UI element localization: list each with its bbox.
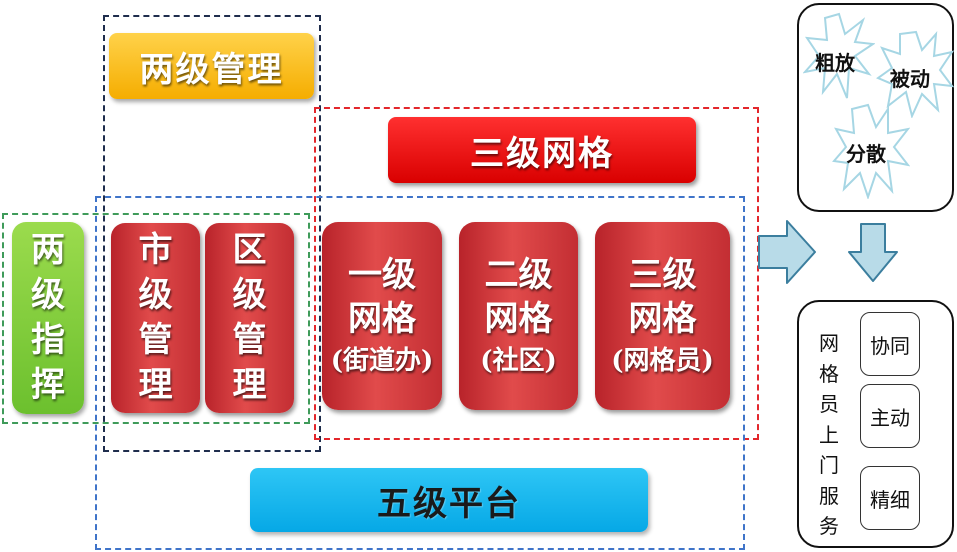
starburst-icon [832,103,910,199]
grid-level-2-line2: 网格 [484,299,553,339]
starburst-icon [876,30,954,118]
vchar: 指 [31,320,65,360]
vchar: 服 [819,483,839,508]
vchar: 门 [819,453,839,477]
three-level-grid-label: 三级网格 [388,117,696,183]
vchar: 管 [232,320,267,360]
vchar: 级 [31,275,65,315]
grid-level-1-line2: 网格 [348,299,416,339]
district-management-box: 区 级 管 理 [205,223,294,413]
vchar: 网 [819,331,839,355]
two-level-command-frame [2,213,310,424]
vchar: 区 [232,230,267,270]
vchar: 员 [819,392,839,416]
vchar: 级 [138,275,173,315]
five-level-platform-label: 五级平台 [250,468,648,532]
grid-level-2-line1: 二级 [484,255,553,295]
vchar: 管 [138,320,173,360]
two-level-management-label: 两级管理 [109,33,314,99]
grid-level-1-line3: (街道办) [330,346,434,376]
new-mode-item-proactive: 主动 [860,384,920,448]
city-management-box: 市 级 管 理 [111,223,200,413]
new-mode-item-coordinated: 协同 [860,312,920,376]
vchar: 级 [232,275,267,315]
grid-level-3-line2: 网格 [628,299,697,339]
grid-member-door-service-label: 网 格 员 上 门 服 务 [815,328,843,542]
grid-level-1-line1: 一级 [348,255,416,295]
five-level-platform-frame [95,196,745,550]
old-mode-item-2: 被动 [890,67,930,91]
vchar: 务 [819,514,839,538]
two-level-command-box: 两 级 指 挥 [12,222,84,414]
grid-level-1-box: 一级 网格 (街道办) [322,222,442,410]
grid-level-3-line3: (网格员) [611,346,714,376]
starburst-icon [803,12,875,99]
grid-level-2-line3: (社区) [480,346,557,376]
vchar: 上 [819,422,839,447]
grid-level-3-box: 三级 网格 (网格员) [595,222,730,410]
down-arrow-icon [848,223,898,282]
grid-level-2-box: 二级 网格 (社区) [459,222,578,410]
vchar: 格 [819,361,839,386]
right-arrow-icon [758,220,816,284]
vchar: 理 [138,365,173,405]
two-level-management-frame [103,15,321,452]
new-mode-item-refined: 精细 [860,466,920,530]
vchar: 挥 [31,365,65,405]
vchar: 两 [31,230,65,270]
vchar: 理 [232,365,267,405]
grid-level-3-line1: 三级 [628,255,697,295]
vchar: 市 [138,230,173,270]
old-mode-item-1: 粗放 [815,51,855,75]
old-mode-item-3: 分散 [846,142,886,166]
three-level-grid-frame [314,107,759,440]
